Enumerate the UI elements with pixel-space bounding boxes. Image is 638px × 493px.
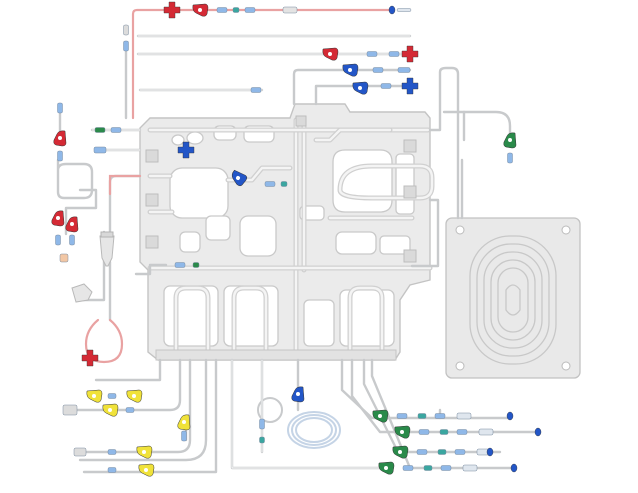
blue-cap-icon [534,427,542,437]
luer-lock-icon [62,404,78,416]
luer-connector-icon [280,181,288,187]
luer-connector-icon [372,67,384,73]
green-clamp-icon [378,461,395,475]
luer-connector-icon [434,413,446,419]
luer-connector-icon [440,465,452,471]
heating-bag-icon [445,217,581,379]
luer-connector-icon [250,87,262,93]
luer-connector-icon [259,436,265,444]
luer-connector-icon [123,40,129,52]
red-connector-icon [81,349,99,367]
luer-connector-icon [93,146,107,154]
red-connector-icon [401,45,419,63]
luer-connector-icon [107,467,117,473]
red-clamp-icon [65,216,79,233]
red-clamp-icon [192,3,209,17]
red-connector-icon [163,1,181,19]
luer-connector-icon [456,429,468,435]
cap-icon [59,253,69,263]
luer-connector-icon [264,181,276,187]
tubing-highlights [91,35,411,469]
blue-cap-icon [388,5,396,15]
green-connector-icon [192,262,200,268]
luer-connector-icon [418,429,430,435]
luer-connector-icon [456,412,472,420]
luer-connector-icon [402,465,414,471]
luer-connector-icon [123,24,129,36]
drip-chamber-icon [71,231,115,303]
green-clamp-icon [392,445,409,459]
blue-connector-icon [401,77,419,95]
green-clamp-icon [503,132,517,149]
green-connector-icon [94,127,106,133]
blue-cap-icon [510,463,518,473]
luer-connector-icon [423,465,433,471]
luer-connector-icon [396,413,408,419]
luer-connector-icon [462,464,478,472]
yellow-clamp-icon [177,414,191,431]
connectors-and-clamps [51,1,542,477]
luer-connector-icon [388,51,400,57]
luer-connector-icon [439,429,449,435]
luer-connector-icon [69,234,75,246]
luer-connector-icon [232,7,240,13]
spike-icon [396,8,412,12]
red-clamp-icon [53,130,67,147]
luer-connector-icon [107,449,117,455]
luer-connector-icon [110,127,122,133]
blue-clamp-icon [352,81,369,95]
luer-connector-icon [417,413,427,419]
luer-connector-icon [397,67,411,73]
luer-connector-icon [57,102,63,114]
luer-connector-icon [478,428,494,436]
luer-connector-icon [107,393,117,399]
luer-connector-icon [416,449,428,455]
blue-clamp-icon [231,169,248,187]
blue-cap-icon [506,411,514,421]
luer-connector-icon [216,7,228,13]
yellow-clamp-icon [138,463,155,477]
red-clamp-icon [322,47,339,61]
filter-connector-icon [282,6,298,14]
yellow-clamp-icon [126,389,143,403]
luer-connector-icon [259,418,265,430]
yellow-clamp-icon [86,389,103,403]
luer-connector-icon [366,51,378,57]
luer-connector-icon [55,234,61,246]
cassette-icon [139,103,435,361]
luer-connector-icon [380,83,392,89]
luer-lock-icon [73,447,87,457]
luer-connector-icon [454,449,466,455]
luer-connector-icon [437,449,447,455]
luer-connector-icon [125,407,135,413]
yellow-clamp-icon [102,403,119,417]
luer-connector-icon [57,150,63,162]
green-clamp-icon [394,425,411,439]
yellow-clamp-icon [136,445,153,459]
blue-cap-icon [486,447,494,457]
blue-clamp-icon [342,63,359,77]
blue-connector-icon [177,141,195,159]
luer-connector-icon [244,7,256,13]
luer-connector-icon [507,152,513,164]
luer-connector-icon [181,430,187,442]
blue-clamp-icon [291,386,305,403]
red-clamp-icon [51,210,65,227]
luer-connector-icon [174,262,186,268]
green-clamp-icon [372,409,389,423]
